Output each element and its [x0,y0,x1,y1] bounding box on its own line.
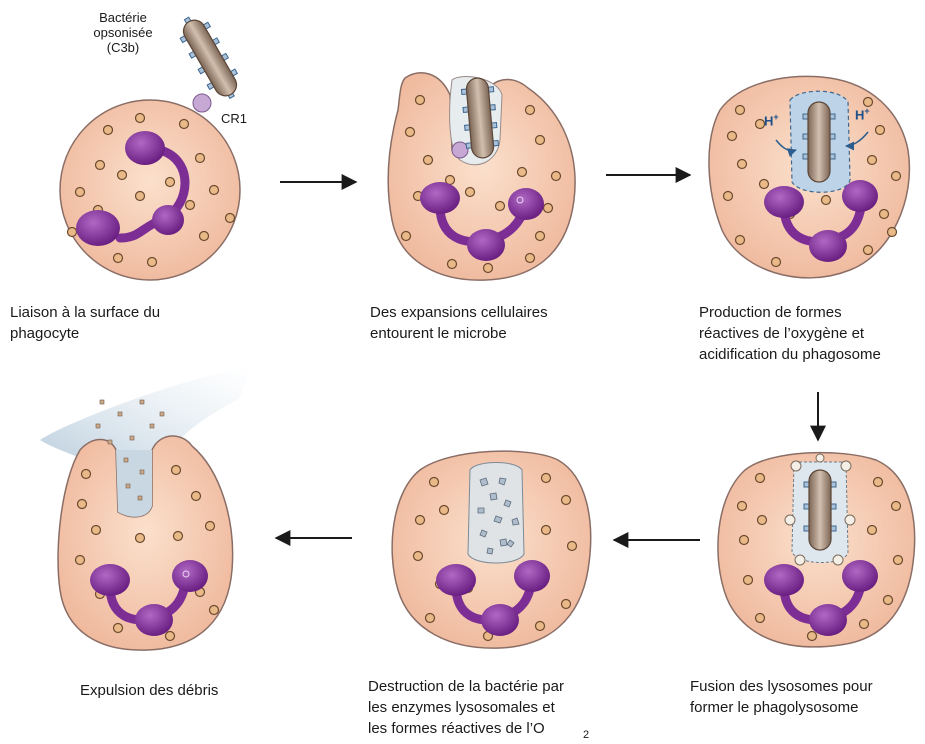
caption-step3: Production de formes réactives de l’oxyg… [699,302,923,365]
caption-step1: Liaison à la surface du phagocyte [10,302,250,344]
receptor-label: CR1 [214,111,254,126]
proton-label-right: H+ [855,106,870,122]
cell-step4 [718,453,915,647]
cell-step3 [709,76,909,278]
cell-step5 [392,451,591,648]
receptor-cr1 [193,94,211,112]
proton-label-left: H+ [764,112,779,128]
caption-step2: Des expansions cellulaires entourent le … [370,302,610,344]
bacterium-step1 [173,10,246,105]
caption-step6: Expulsion des débris [80,680,280,701]
bacterium-step3 [803,102,835,182]
cell-step2 [388,73,575,280]
caption-step5: Destruction de la bactérie par les enzym… [368,676,618,739]
caption-step5-subscript: 2 [583,729,589,741]
caption-step4: Fusion des lysosomes pour former le phag… [690,676,920,718]
bacterium-step4 [804,470,836,550]
degradation-vacuole [468,463,524,564]
cell-step6 [40,368,250,650]
bacteria-label: Bactérie opsonisée (C3b) [78,10,168,55]
